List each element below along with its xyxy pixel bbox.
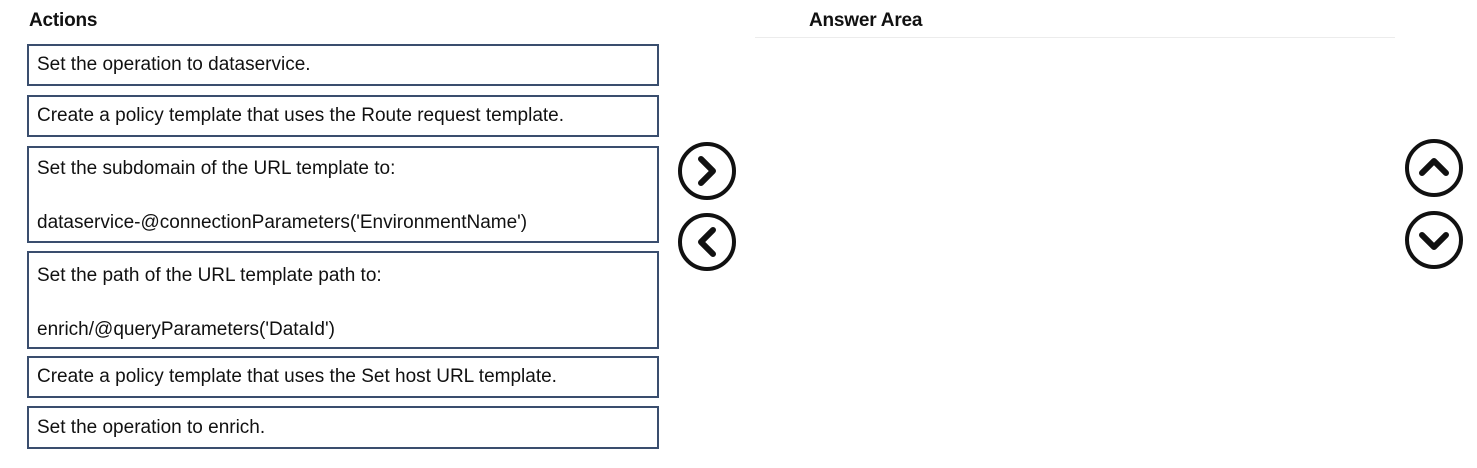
move-left-button[interactable] — [678, 213, 736, 271]
action-item-text: dataservice-@connectionParameters('Envir… — [37, 212, 528, 233]
answer-area-heading: Answer Area — [809, 10, 923, 31]
move-up-button[interactable] — [1405, 139, 1463, 197]
action-item-set-host-url-template[interactable]: Create a policy template that uses the S… — [27, 356, 659, 398]
action-item-set-path[interactable]: Set the path of the URL template path to… — [27, 251, 659, 349]
action-item-text: Set the path of the URL template path to… — [37, 265, 382, 286]
move-right-button[interactable] — [678, 142, 736, 200]
chevron-left-icon — [698, 227, 716, 257]
action-item-text: Set the subdomain of the URL template to… — [37, 158, 396, 179]
answer-area-list[interactable] — [755, 44, 1395, 449]
action-item-text: Create a policy template that uses the S… — [37, 366, 557, 387]
action-item-set-operation-enrich[interactable]: Set the operation to enrich. — [27, 406, 659, 449]
action-item-text: enrich/@queryParameters('DataId') — [37, 319, 335, 340]
chevron-down-icon — [1419, 232, 1449, 250]
chevron-right-icon — [698, 156, 716, 186]
action-item-set-subdomain[interactable]: Set the subdomain of the URL template to… — [27, 146, 659, 243]
answer-area-divider — [755, 37, 1395, 38]
action-item-text: Set the operation to enrich. — [37, 416, 266, 438]
move-down-button[interactable] — [1405, 211, 1463, 269]
action-item-text: Set the operation to dataservice. — [37, 54, 311, 75]
chevron-up-icon — [1419, 158, 1449, 176]
action-item-text: Create a policy template that uses the R… — [37, 105, 565, 126]
action-item-route-request-template[interactable]: Create a policy template that uses the R… — [27, 95, 659, 137]
actions-heading: Actions — [29, 10, 98, 31]
action-item-set-operation-dataservice[interactable]: Set the operation to dataservice. — [27, 44, 659, 86]
